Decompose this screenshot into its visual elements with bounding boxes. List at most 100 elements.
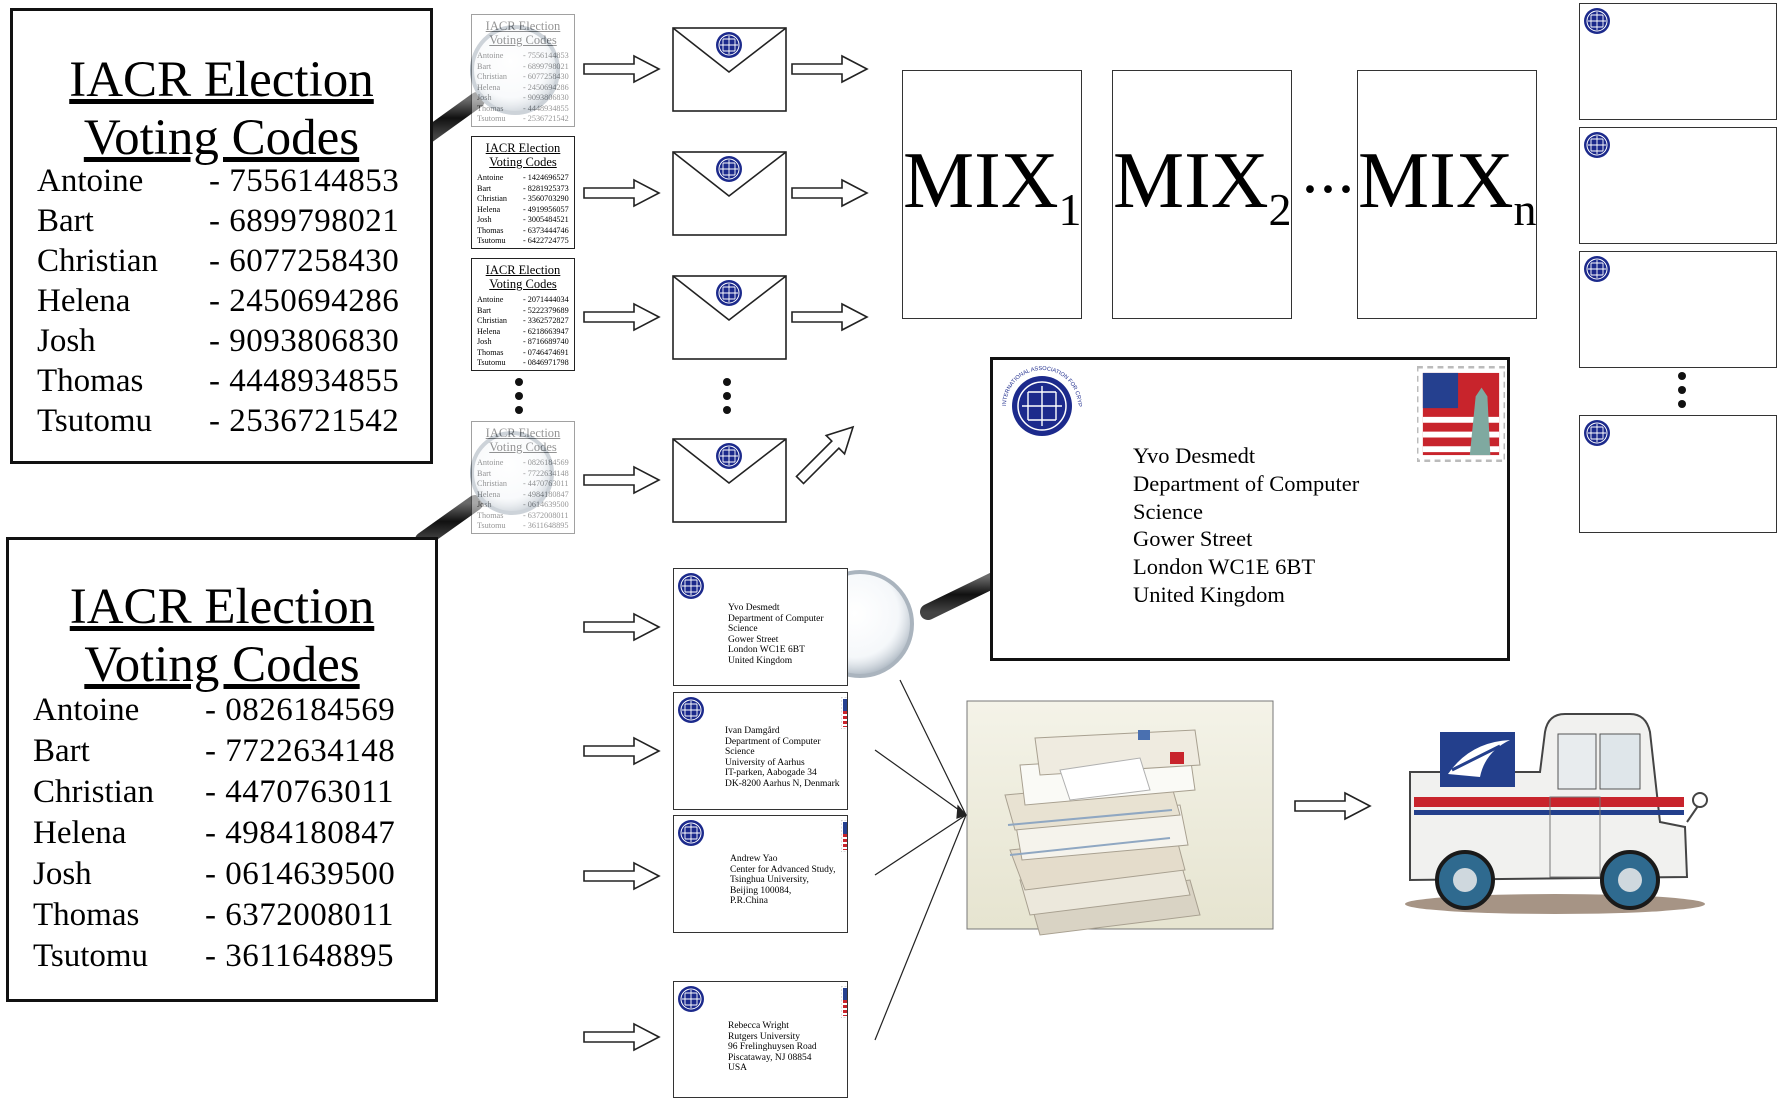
voter-name: Thomas xyxy=(37,363,143,400)
voter-name: Christian xyxy=(477,479,507,489)
mix-server-1: MIX1 xyxy=(902,70,1082,319)
code-row: Helena - 4984180847 xyxy=(33,815,425,855)
voting-code: - 6077258430 xyxy=(209,243,399,280)
address-line: Department of Computer xyxy=(725,737,840,748)
voter-name: Josh xyxy=(477,500,492,510)
address-line: Piscataway, NJ 08854 xyxy=(728,1053,817,1064)
code-row: Antoine- 7556144853 xyxy=(477,51,571,61)
code-row: Josh- 9093806830 xyxy=(477,93,571,103)
voter-name: Thomas xyxy=(477,511,503,521)
voter-name: Helena xyxy=(477,327,500,337)
voting-code: - 7722634148 xyxy=(523,469,569,479)
mix-ellipsis: ··· xyxy=(1302,170,1356,210)
address-line: Yvo Desmedt xyxy=(728,603,824,614)
code-row: Josh- 3005484521 xyxy=(477,215,571,225)
voter-name: Antoine xyxy=(477,173,503,183)
address-line: University of Aarhus xyxy=(725,758,840,769)
voting-code: - 6372008011 xyxy=(205,897,394,934)
voter-name: Bart xyxy=(477,469,491,479)
voting-code: - 6899798021 xyxy=(523,62,569,72)
voter-name: Christian xyxy=(477,194,507,204)
code-row: Christian- 3560703290 xyxy=(477,194,571,204)
code-row: Bart - 7722634148 xyxy=(477,469,571,479)
code-row: Bart - 6899798021 xyxy=(477,62,571,72)
address-line: Gower Street xyxy=(1133,525,1359,553)
code-row: Helena - 6218663947 xyxy=(477,327,571,337)
mix-label: MIX xyxy=(1358,137,1514,225)
address-block: Ivan Damgård Department of Computer Scie… xyxy=(725,726,840,790)
code-row: Tsutomu - 2536721542 xyxy=(37,403,420,443)
code-row: Helena - 4919956057 xyxy=(477,205,571,215)
voter-name: Josh xyxy=(477,337,492,347)
mail-truck-icon xyxy=(1405,714,1707,914)
code-row: Tsutomu - 3611648895 xyxy=(33,938,425,978)
voting-code: - 4448934855 xyxy=(523,104,569,114)
code-row: Josh- 0614639500 xyxy=(477,500,571,510)
voting-code: - 0826184569 xyxy=(523,458,569,468)
voting-code: - 7556144853 xyxy=(523,51,569,61)
voter-name: Antoine xyxy=(37,163,143,200)
code-row: Josh - 0614639500 xyxy=(33,856,425,896)
sheet-title: IACR Election xyxy=(13,51,430,109)
voting-code: - 2450694286 xyxy=(209,283,399,320)
arrow-icon xyxy=(792,56,867,82)
voter-name: Helena xyxy=(37,283,130,320)
voting-code: - 4984180847 xyxy=(205,815,395,852)
voting-code: - 9093806830 xyxy=(523,93,569,103)
address-block: Yvo Desmedt Department of Computer Scien… xyxy=(1133,442,1359,609)
voter-name: Josh xyxy=(33,856,92,893)
arrow-icon xyxy=(584,863,659,889)
iacr-seal-icon xyxy=(1582,418,1612,448)
address-line: Science xyxy=(725,747,840,758)
voting-code: - 0614639500 xyxy=(205,856,395,893)
iacr-seal-icon xyxy=(1582,130,1612,160)
address-line: Ivan Damgård xyxy=(725,726,840,737)
voting-code: - 7556144853 xyxy=(209,163,399,200)
voter-name: Thomas xyxy=(33,897,139,934)
code-row: Christian - 4470763011 xyxy=(33,774,425,814)
small-voting-codes-sheet: IACR ElectionVoting CodesAntoine- 755614… xyxy=(471,14,575,127)
sheet-subtitle: Voting Codes xyxy=(472,155,574,169)
addressed-envelope: Ivan Damgård Department of Computer Scie… xyxy=(673,692,848,810)
voter-name: Thomas xyxy=(477,348,503,358)
voting-code: - 2450694286 xyxy=(523,83,569,93)
addressed-envelope: Rebecca Wright Rutgers University 96 Fre… xyxy=(673,981,848,1098)
code-row: Thomas- 6373444746 xyxy=(477,226,571,236)
address-line: Science xyxy=(1133,498,1359,526)
address-line: London WC1E 6BT xyxy=(728,645,824,656)
voter-name: Helena xyxy=(477,205,500,215)
code-row: Tsutomu- 3611648895 xyxy=(477,521,571,531)
arrow-icon xyxy=(792,304,867,330)
flag-stamp-icon xyxy=(841,820,848,852)
iacr-seal-icon xyxy=(676,818,706,848)
voting-code: - 3611648895 xyxy=(205,938,394,975)
voter-name: Bart xyxy=(477,62,491,72)
voting-code: - 6218663947 xyxy=(523,327,569,337)
voting-code: - 6422724775 xyxy=(523,236,569,246)
small-voting-codes-sheet: IACR ElectionVoting CodesAntoine- 082618… xyxy=(471,421,575,534)
voter-name: Helena xyxy=(477,490,500,500)
address-block: Rebecca Wright Rutgers University 96 Fre… xyxy=(728,1021,817,1074)
code-row: Helena- 4984180847 xyxy=(477,490,571,500)
arrow-icon xyxy=(584,467,659,493)
mix-label: MIX xyxy=(1113,137,1269,225)
sheet-title: IACR Election xyxy=(472,263,574,277)
voting-codes-sheet: IACR Election Voting Codes Antoine- 7556… xyxy=(10,8,433,464)
envelope-icon xyxy=(673,439,786,522)
voter-name: Christian xyxy=(477,316,507,326)
voter-name: Thomas xyxy=(477,104,503,114)
address-block: Andrew Yao Center for Advanced Study, Ts… xyxy=(730,854,835,907)
voting-code: - 4448934855 xyxy=(209,363,399,400)
arrow-icon xyxy=(792,180,867,206)
voting-codes-sheet: IACR Election Voting Codes Antoine- 0826… xyxy=(6,537,438,1002)
address-line: Center for Advanced Study, xyxy=(730,865,835,876)
decrypted-envelope xyxy=(1579,415,1777,533)
code-row: Tsutomu- 6422724775 xyxy=(477,236,571,246)
voting-code: - 3611648895 xyxy=(523,521,568,531)
mix-server-n: MIXn xyxy=(1357,70,1537,319)
sheet-subtitle: Voting Codes xyxy=(472,33,574,47)
code-row: Thomas - 6372008011 xyxy=(33,897,425,937)
voting-code: - 4919956057 xyxy=(523,205,569,215)
address-line: 96 Frelinghuysen Road xyxy=(728,1042,817,1053)
voter-name: Christian xyxy=(477,72,507,82)
